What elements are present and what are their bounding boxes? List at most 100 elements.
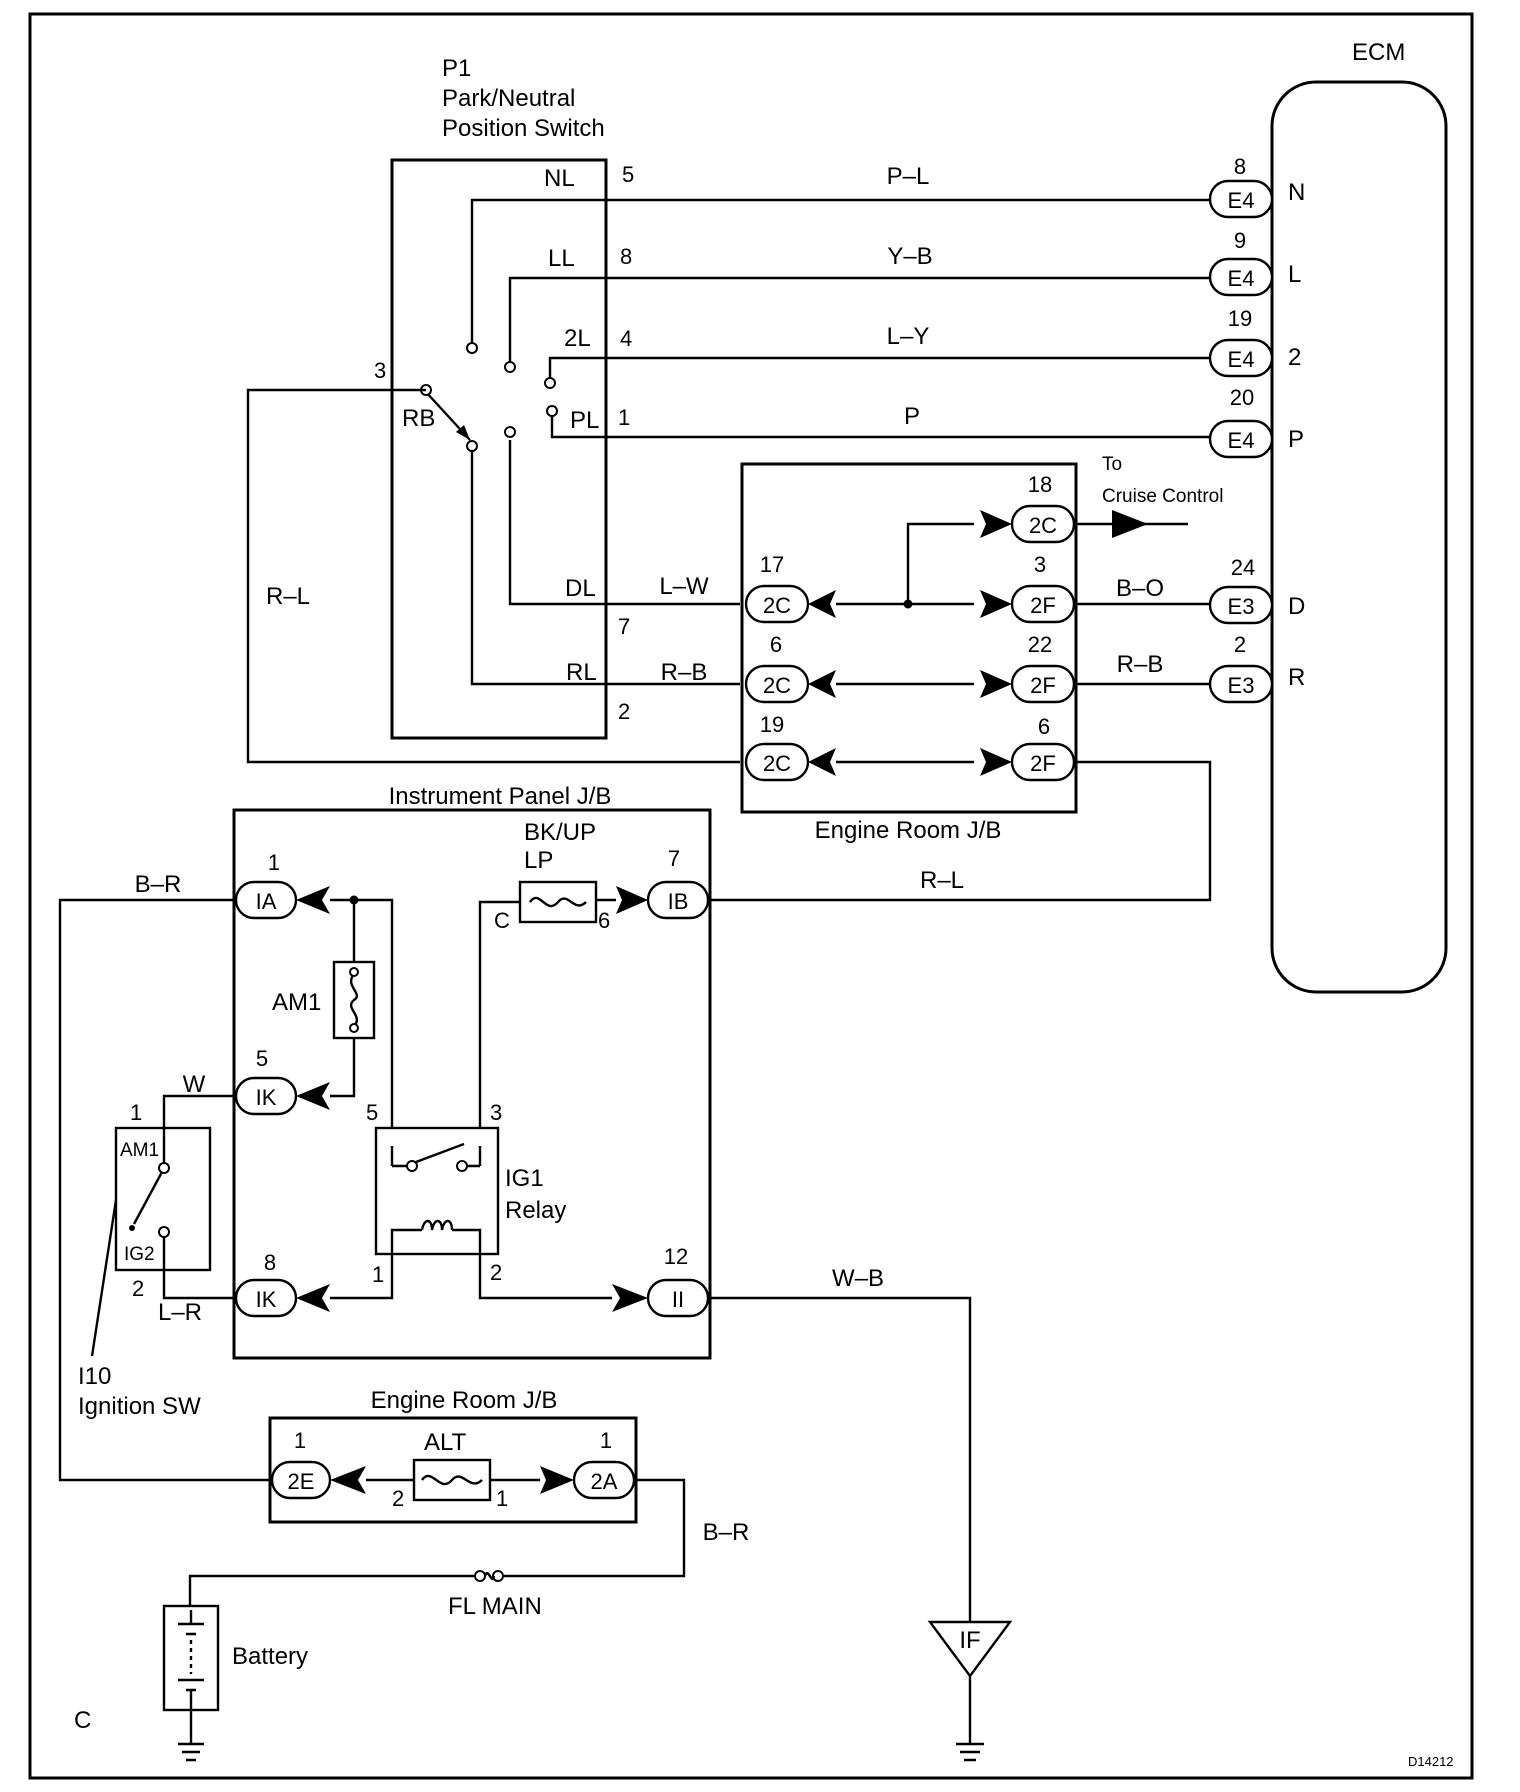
ecm-pin-d-sig: D [1288,593,1305,620]
ignition-contact-ig2: IG2 [124,1244,155,1265]
chevron-2c-17 [808,590,836,618]
contact-dl [504,426,516,438]
engine-jb-bottom-title: Engine Room J/B [371,1387,558,1414]
relay-coil [420,1219,454,1231]
ip-jb-title: Instrument Panel J/B [389,783,612,810]
fuse-bkup-lp-element [529,896,587,908]
term-2a-label: 2A [591,1469,618,1494]
wire-b-r-2a [504,1478,686,1578]
term-2f-3-label: 2F [1030,593,1056,618]
chevron-2c-18 [980,510,1012,538]
junction-dot-dl [903,599,913,609]
corner-mark: C [74,1707,91,1734]
cruise-label-1: To [1102,454,1122,475]
wire-rl [470,448,740,686]
ground-if: IF [927,1620,1013,1762]
ignition-pin-2: 2 [132,1276,144,1301]
term-2f-6-num: 6 [1038,714,1050,739]
ia-to-relay [354,898,394,1146]
switch-title-1: P1 [442,55,471,82]
ecm-pin-l-sig: L [1288,261,1301,288]
wire-2l [548,356,1210,380]
am1-label: AM1 [272,989,321,1016]
fl-main-pin-left [474,1570,486,1582]
ecm-pin-d-num: 24 [1231,555,1255,580]
am1-fuse-pin-bottom [349,1023,359,1033]
ignition-pin-1: 1 [130,1100,142,1125]
jb-wire-to-18 [906,522,974,604]
contact-ll [504,361,516,373]
ecm-pin-2-num: 19 [1228,306,1252,331]
ecm-pin-2-conn: E4 [1228,347,1255,372]
wire-b-r-ia [58,898,270,1482]
switch-pos-2l: 2L [564,325,591,352]
ecm-pin-r-sig: R [1288,664,1305,691]
ig1-relay [374,1126,500,1256]
engine-jb-top-body [740,462,1078,814]
term-2c-18-label: 2C [1029,513,1057,538]
relay-contact-a [406,1160,418,1172]
ignition-label-2: Ignition SW [78,1393,201,1420]
term-ii-num: 12 [664,1244,688,1269]
term-2c-19-num: 19 [760,712,784,737]
alt-pin-1: 1 [496,1486,508,1511]
switch-pin-7: 7 [618,614,630,639]
wire-l-r-ik8 [162,1237,236,1300]
alt-pin-2: 2 [392,1486,404,1511]
fuse-lp-label: LP [524,847,553,874]
relay-pin-1: 1 [372,1262,384,1287]
term-2c-6-label: 2C [763,673,791,698]
wire-label-p-l: P–L [887,163,930,190]
alt-fuse-element [421,1474,483,1486]
relay-coil-lead-left [390,1228,422,1240]
contact-pl [546,405,558,417]
engine-jb-top-title: Engine Room J/B [815,817,1002,844]
term-2e-label: 2E [288,1469,315,1494]
chevron-ik-8 [296,1284,330,1312]
ground-icon [956,1742,984,1762]
ecm-pin-r: E3 2 R [1208,632,1305,704]
ecm-pin-p-sig: P [1288,426,1304,453]
relay-switch-leads [390,1146,482,1166]
wire-nl [470,198,1210,344]
relay-coil-lead-right [452,1228,482,1240]
engine-room-jb-bottom: Engine Room J/B 2E 1 2A 1 ALT 2 1 [268,1387,686,1578]
chevron-ib [616,886,648,914]
wire-ll [508,276,1210,364]
ecm-pin-2: E4 19 2 [1208,306,1301,378]
wire-label-b-r1: B–R [135,871,182,898]
switch-pos-nl: NL [544,165,575,192]
term-ii-label: II [672,1287,684,1312]
switch-pin-1: 1 [618,405,630,430]
switch-title-2: Park/Neutral [442,85,575,112]
ecm-pin-r-num: 2 [1234,632,1246,657]
figure-id: D14212 [1408,1754,1454,1769]
chevron-2e [330,1466,366,1494]
switch-pin-3: 3 [374,358,386,383]
ig1-relay-label-2: Relay [505,1197,566,1224]
term-ik-8-num: 8 [264,1250,276,1275]
ecm-pin-n-conn: E4 [1228,188,1255,213]
alt-fuse-label: ALT [424,1429,467,1456]
term-2c-17-label: 2C [763,593,791,618]
switch-title-3: Position Switch [442,115,605,142]
ecm-pin-l-num: 9 [1234,228,1246,253]
ignition-switch: AM1 IG2 1 2 I10 Ignition SW [78,1094,236,1420]
switch-pos-ll: LL [548,245,575,272]
chevron-2c-19 [808,748,836,776]
chevron-2f-22 [980,670,1012,698]
cruise-arrow [1112,510,1148,538]
ecm-pin-p: E4 20 P [1208,385,1304,459]
ignition-leader [90,1199,118,1357]
wire-label-r-l1: R–L [266,583,310,610]
ip-jb-body [232,808,712,1360]
contact-rl [466,440,478,452]
am1-fuse-element [349,973,359,1027]
wire-w-ik5 [162,1094,236,1163]
ig1-relay-label-1: IG1 [505,1165,544,1192]
wire-w-b-ground [708,1296,972,1622]
term-2c-6-num: 6 [770,632,782,657]
ground-if-label: IF [959,1627,980,1654]
ignition-contact-1 [158,1162,170,1174]
